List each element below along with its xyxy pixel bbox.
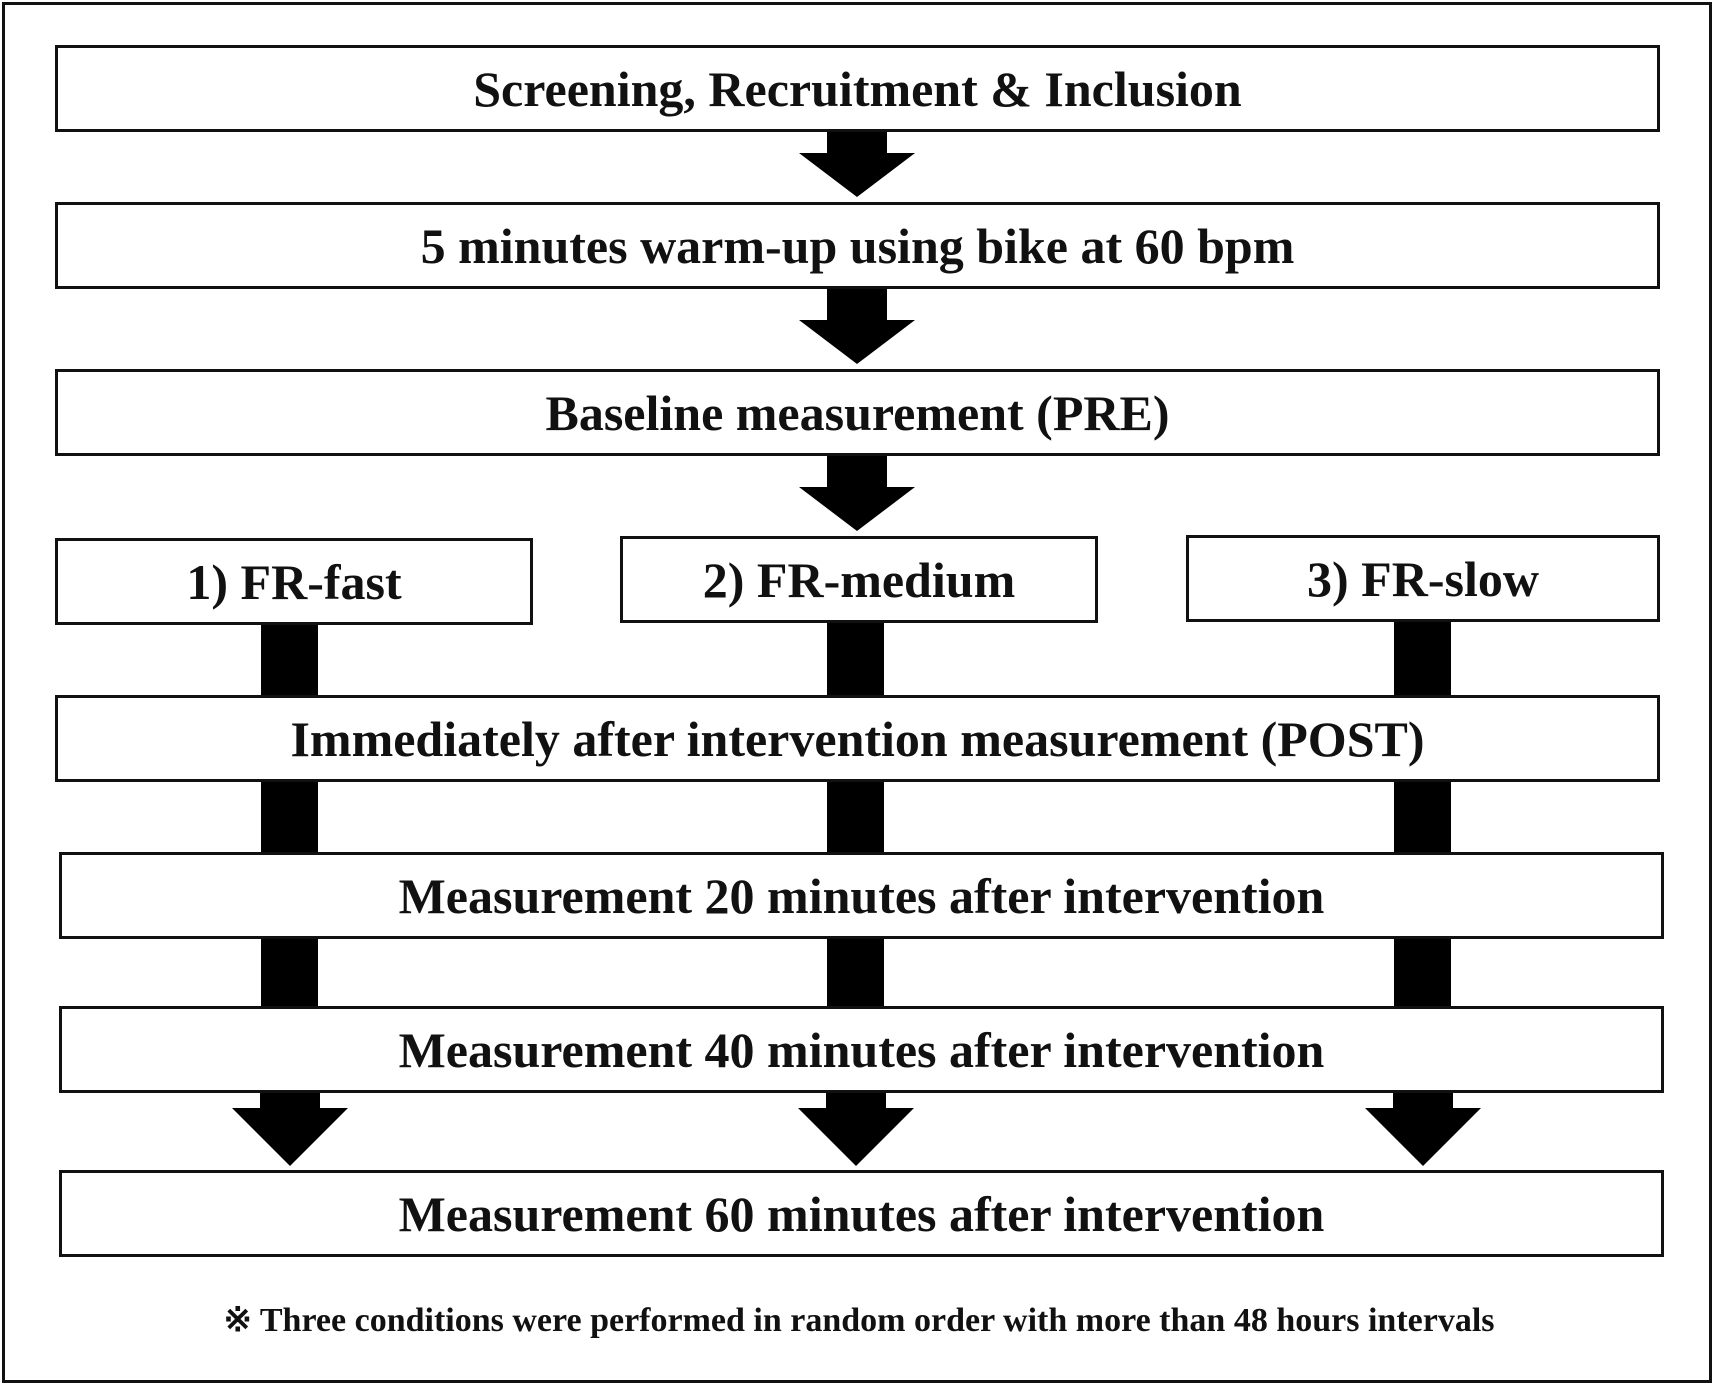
step-screening-label: Screening, Recruitment & Inclusion xyxy=(473,60,1242,117)
step-baseline-label: Baseline measurement (PRE) xyxy=(545,384,1170,441)
condition-fr-fast-label: 1) FR-fast xyxy=(186,553,402,610)
arrow-down-3 xyxy=(799,455,915,531)
step-20min-box: Measurement 20 minutes after interventio… xyxy=(59,852,1664,939)
step-40min-label: Measurement 40 minutes after interventio… xyxy=(398,1021,1325,1078)
step-20min-label: Measurement 20 minutes after interventio… xyxy=(398,867,1325,924)
step-warmup-label: 5 minutes warm-up using bike at 60 bpm xyxy=(420,217,1295,274)
arrow-down-1 xyxy=(799,131,915,197)
condition-fr-slow-box: 3) FR-slow xyxy=(1186,535,1660,622)
step-40min-box: Measurement 40 minutes after interventio… xyxy=(59,1006,1664,1093)
arrow-down-medium xyxy=(798,1092,914,1166)
arrow-down-slow xyxy=(1365,1092,1481,1166)
step-60min-box: Measurement 60 minutes after interventio… xyxy=(59,1170,1664,1257)
footnote: ※ Three conditions were performed in ran… xyxy=(223,1302,1495,1339)
step-post-label: Immediately after intervention measureme… xyxy=(290,710,1425,767)
condition-fr-fast-box: 1) FR-fast xyxy=(55,538,533,625)
condition-fr-slow-label: 3) FR-slow xyxy=(1307,550,1539,607)
arrow-down-2 xyxy=(799,288,915,364)
condition-fr-medium-box: 2) FR-medium xyxy=(620,536,1098,623)
step-warmup-box: 5 minutes warm-up using bike at 60 bpm xyxy=(55,202,1660,289)
condition-fr-medium-label: 2) FR-medium xyxy=(702,551,1016,608)
step-baseline-box: Baseline measurement (PRE) xyxy=(55,369,1660,456)
step-screening-box: Screening, Recruitment & Inclusion xyxy=(55,45,1660,132)
step-post-box: Immediately after intervention measureme… xyxy=(55,695,1660,782)
step-60min-label: Measurement 60 minutes after interventio… xyxy=(398,1185,1325,1242)
arrow-down-fast xyxy=(232,1092,348,1166)
